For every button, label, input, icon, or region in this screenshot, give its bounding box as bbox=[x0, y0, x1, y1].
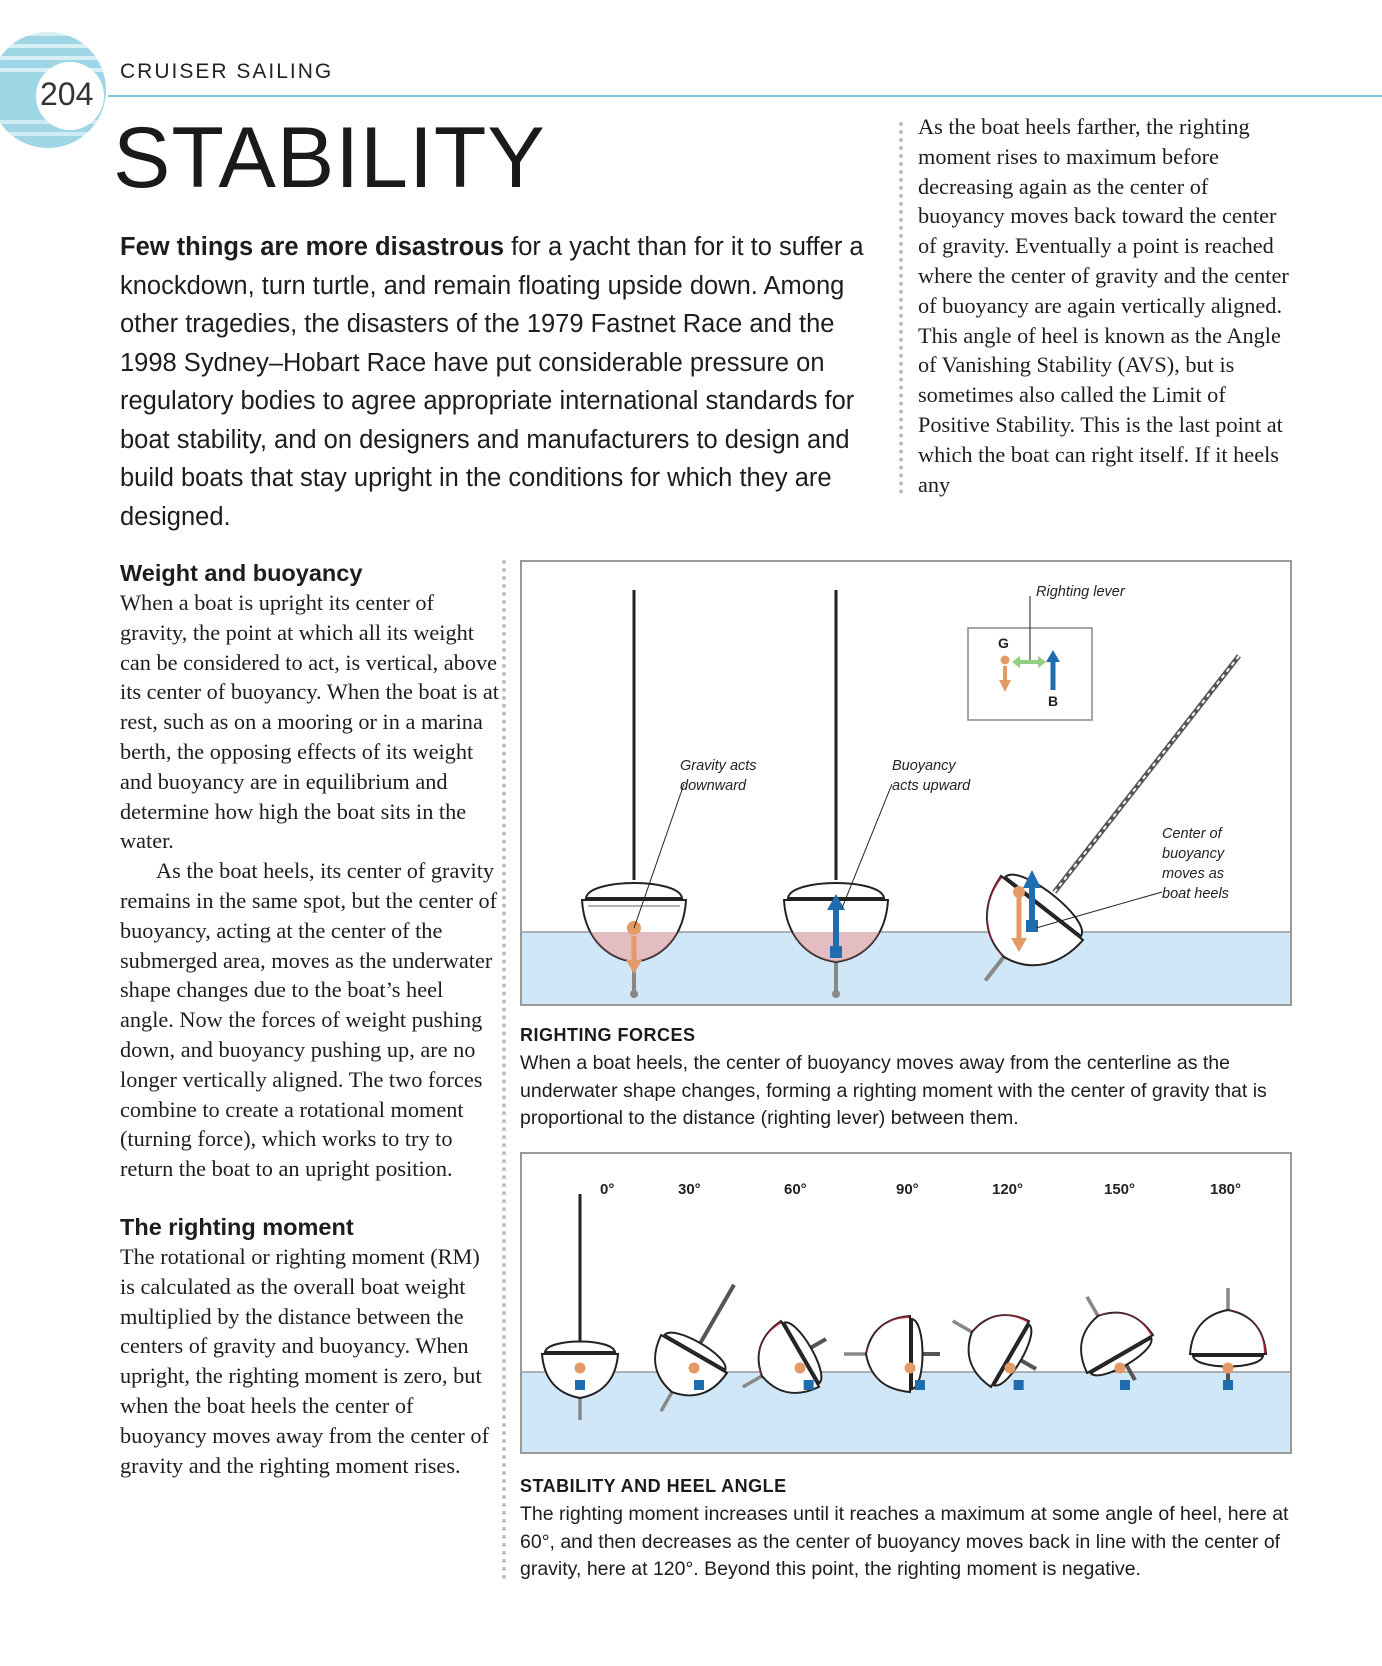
righting-heading: The righting moment bbox=[120, 1213, 354, 1240]
heeled-boat bbox=[951, 1314, 1037, 1390]
page-number: 204 bbox=[40, 76, 94, 112]
righting-forces-diagram: Gravity acts downward Buoyancy acts upwa… bbox=[522, 584, 1290, 1004]
label-g: G bbox=[998, 635, 1009, 651]
boat-upright-gravity bbox=[580, 590, 688, 998]
center-of-buoyancy bbox=[915, 1380, 925, 1390]
center-of-buoyancy bbox=[1120, 1380, 1130, 1390]
center-of-buoyancy bbox=[803, 1380, 814, 1390]
label-buoyancy-2: acts upward bbox=[892, 778, 971, 794]
heel-angle-label: 60° bbox=[784, 1181, 807, 1198]
intro-paragraph: Few things are more disastrous for a yac… bbox=[120, 228, 895, 536]
center-of-gravity bbox=[688, 1362, 700, 1374]
heel-angle-label: 120° bbox=[992, 1181, 1023, 1198]
fig1-caption: When a boat heels, the center of buoyanc… bbox=[520, 1052, 1267, 1129]
page-number-disc bbox=[0, 32, 106, 148]
heel-angle-label: 0° bbox=[600, 1181, 614, 1198]
center-of-gravity bbox=[1222, 1362, 1234, 1374]
label-gravity-2: downward bbox=[680, 778, 747, 794]
column-divider bbox=[899, 122, 903, 494]
label-buoyancy-1: Buoyancy bbox=[892, 758, 956, 774]
label-b: B bbox=[1048, 693, 1058, 709]
label-cob-4: boat heels bbox=[1162, 886, 1229, 902]
heel-angle-label: 150° bbox=[1104, 1181, 1135, 1198]
left-column: Weight and buoyancy When a boat is uprig… bbox=[120, 558, 500, 1480]
center-of-gravity bbox=[1114, 1362, 1126, 1374]
center-of-buoyancy bbox=[575, 1380, 585, 1390]
center-of-buoyancy bbox=[694, 1380, 704, 1390]
section-title: CRUISER SAILING bbox=[120, 60, 334, 83]
center-of-gravity bbox=[794, 1362, 806, 1374]
right-column-text: As the boat heels farther, the righting … bbox=[918, 114, 1289, 497]
weight-paragraph-2: As the boat heels, its center of gravity… bbox=[120, 858, 498, 1182]
heel-angle-diagram: 0° 30° 60° 90° 120° 150° 180° bbox=[522, 1181, 1290, 1452]
boat-upright-buoyancy bbox=[782, 590, 890, 998]
label-cob-3: moves as bbox=[1162, 866, 1224, 882]
label-gravity-1: Gravity acts bbox=[680, 758, 757, 774]
label-righting-lever: Righting lever bbox=[1036, 584, 1126, 600]
center-of-gravity bbox=[574, 1362, 586, 1374]
heeled-boat bbox=[844, 1314, 940, 1394]
intro-lead: Few things are more disastrous bbox=[120, 233, 505, 261]
heel-angle-label: 180° bbox=[1210, 1181, 1241, 1198]
righting-forces-figure: Gravity acts downward Buoyancy acts upwa… bbox=[520, 560, 1292, 1006]
fig2-caption: The righting moment increases until it r… bbox=[520, 1503, 1289, 1580]
page-title: STABILITY bbox=[113, 110, 546, 206]
header-rule bbox=[108, 95, 1382, 97]
weight-heading: Weight and buoyancy bbox=[120, 560, 363, 586]
center-of-buoyancy bbox=[1013, 1380, 1024, 1390]
label-cob-2: buoyancy bbox=[1162, 846, 1225, 862]
heeled-boat bbox=[1080, 1295, 1155, 1390]
center-of-gravity bbox=[904, 1362, 916, 1374]
heel-angle-label: 30° bbox=[678, 1181, 701, 1198]
fig1-caption-heading: RIGHTING FORCES bbox=[520, 1025, 696, 1045]
heeled-boat bbox=[540, 1194, 620, 1420]
intro-text: for a yacht than for it to suffer a knoc… bbox=[120, 233, 864, 531]
heeled-boat bbox=[654, 1283, 736, 1413]
heeled-boat bbox=[741, 1319, 827, 1394]
righting-paragraph: The rotational or righting moment (RM) i… bbox=[120, 1243, 489, 1478]
heel-angle-label: 90° bbox=[896, 1181, 919, 1198]
center-of-buoyancy bbox=[1223, 1380, 1233, 1390]
stability-heel-figure: 0° 30° 60° 90° 120° 150° 180° bbox=[520, 1152, 1292, 1454]
center-of-gravity bbox=[1004, 1362, 1016, 1374]
fig2-caption-heading: STABILITY AND HEEL ANGLE bbox=[520, 1476, 787, 1496]
heeled-boat bbox=[1188, 1288, 1268, 1390]
label-cob-1: Center of bbox=[1162, 826, 1224, 842]
weight-paragraph-1: When a boat is upright its center of gra… bbox=[120, 590, 499, 854]
left-column-divider bbox=[502, 560, 506, 1580]
